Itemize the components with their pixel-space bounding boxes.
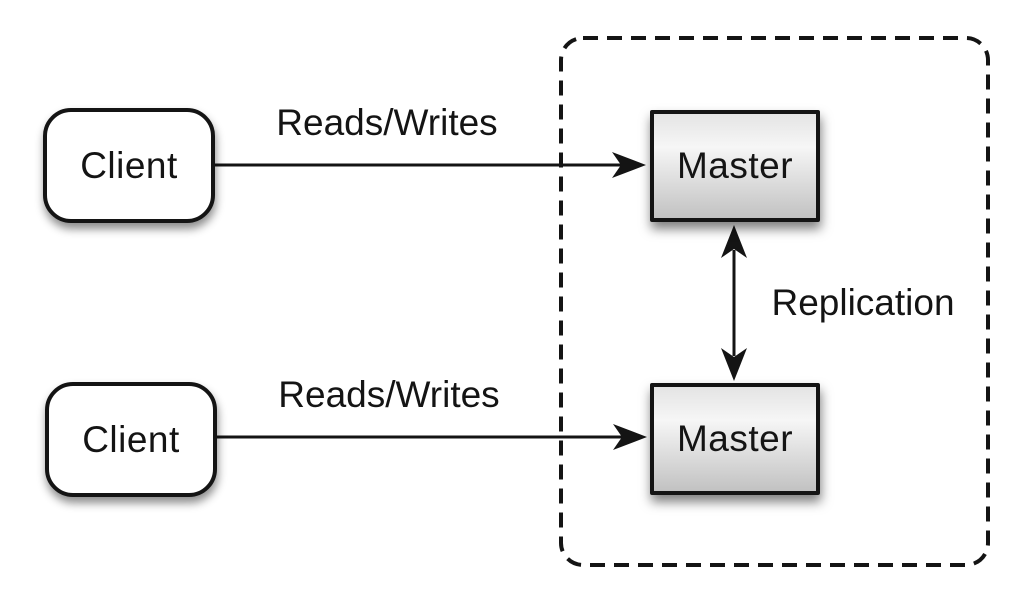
edge-label-replication: Replication — [771, 282, 955, 323]
arrowhead-up-icon — [721, 225, 747, 258]
arrowhead-right-icon — [612, 152, 646, 178]
edge-label-reads-writes-bottom: Reads/Writes — [278, 374, 500, 415]
reads-writes-arrow-top — [215, 152, 646, 178]
client-node-top: Client — [43, 108, 215, 223]
client-node-bottom: Client — [45, 382, 217, 497]
reads-writes-arrow-bottom — [217, 424, 647, 450]
master-node-label: Master — [676, 418, 794, 459]
replication-double-arrow — [721, 225, 747, 381]
client-node-label: Client — [82, 418, 180, 460]
master-node-label: Master — [676, 145, 794, 186]
master-node-top: Master — [650, 110, 820, 222]
master-node-bottom: Master — [650, 383, 820, 495]
client-node-label: Client — [80, 144, 178, 186]
arrowhead-right-icon — [613, 424, 647, 450]
replication-zone-dashed-border — [559, 36, 990, 567]
edge-label-reads-writes-top: Reads/Writes — [276, 102, 498, 143]
arrowhead-down-icon — [721, 348, 747, 381]
